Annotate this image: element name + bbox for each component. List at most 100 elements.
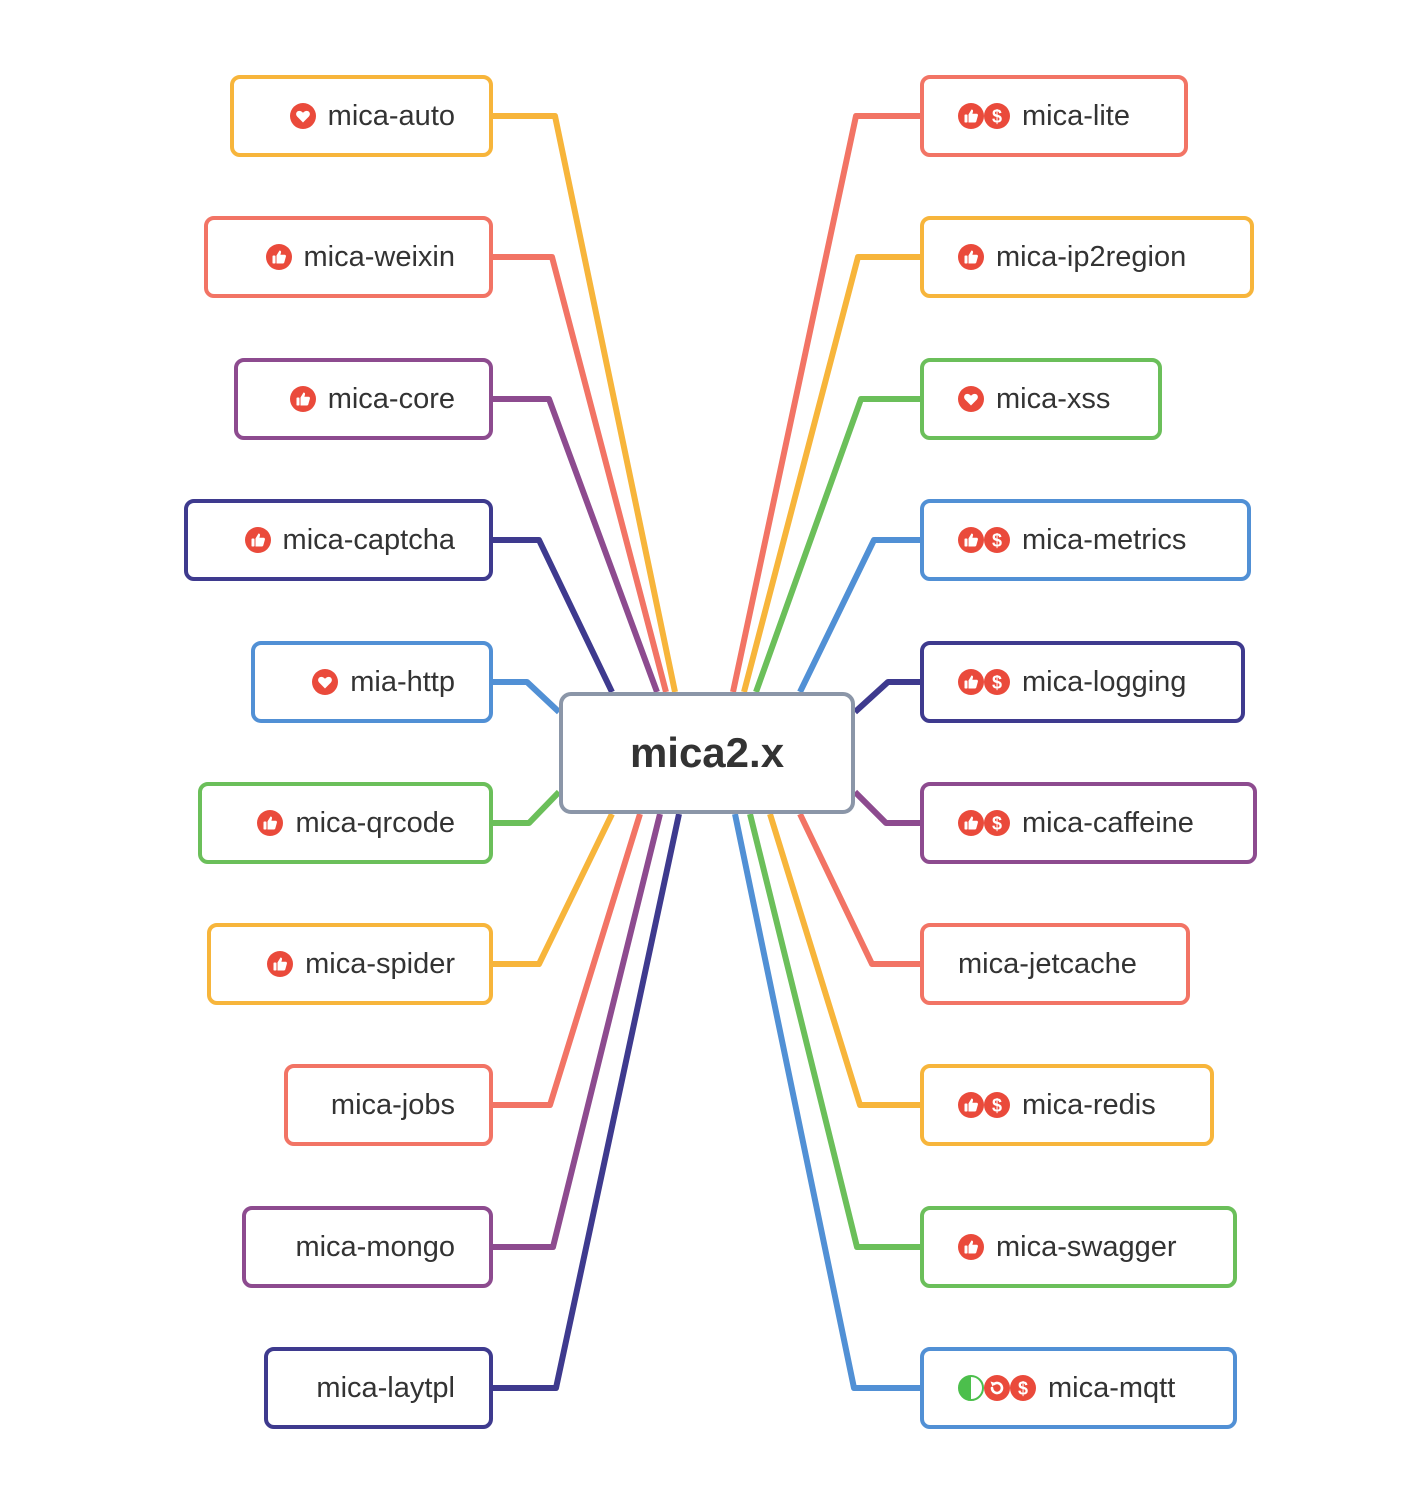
thumbs-up-icon — [958, 669, 984, 695]
thumbs-up-icon — [244, 527, 271, 553]
marker-icons — [289, 386, 316, 412]
topic-node[interactable]: $mica-logging — [920, 641, 1245, 723]
thumbs-up-icon — [958, 1092, 984, 1118]
topic-node[interactable]: mica-spider — [207, 923, 493, 1005]
connector-line — [493, 679, 562, 715]
refresh-icon — [984, 1375, 1010, 1401]
svg-text:$: $ — [992, 814, 1002, 834]
topic-label: mica-captcha — [282, 523, 455, 556]
central-topic[interactable]: mica2.x — [559, 692, 855, 814]
thumbs-up-icon — [958, 1234, 984, 1260]
thumbs-up-icon — [958, 810, 984, 836]
topic-node[interactable]: mica-captcha — [184, 499, 493, 581]
topic-node[interactable]: $mica-metrics — [920, 499, 1251, 581]
topic-node[interactable]: $ mica-mqtt — [920, 1347, 1237, 1429]
marker-icons: $ — [958, 103, 1010, 129]
topic-node[interactable]: mica-swagger — [920, 1206, 1237, 1288]
connector-line — [493, 812, 615, 967]
topic-node[interactable]: mica-xss — [920, 358, 1162, 440]
marker-icons — [312, 669, 339, 695]
thumbs-up-icon — [289, 386, 316, 412]
thumbs-up-icon — [958, 244, 984, 270]
marker-icons — [267, 951, 294, 977]
topic-node[interactable]: mica-jobs — [284, 1064, 493, 1146]
topic-node[interactable]: mica-jetcache — [920, 923, 1190, 1005]
topic-label: mica-jetcache — [958, 947, 1137, 980]
topic-label: mica-auto — [327, 99, 455, 132]
connector-line — [797, 812, 920, 967]
svg-text:$: $ — [992, 531, 1002, 551]
topic-label: mica-laytpl — [316, 1371, 455, 1404]
connector-line — [753, 396, 920, 694]
marker-icons: $ — [958, 1375, 1036, 1401]
connector-line — [852, 789, 920, 826]
thumbs-up-icon — [958, 527, 984, 553]
thumbs-up-icon — [267, 951, 294, 977]
thumbs-up-icon — [265, 244, 292, 270]
dollar-icon: $ — [984, 669, 1010, 695]
marker-icons — [244, 527, 271, 553]
marker-icons — [958, 386, 984, 412]
topic-label: mica-mqtt — [1048, 1371, 1176, 1404]
topic-label: mica-ip2region — [996, 240, 1187, 273]
connector-line — [493, 813, 682, 1391]
marker-icons — [257, 810, 284, 836]
topic-node[interactable]: $ mica-redis — [920, 1064, 1214, 1146]
topic-label: mia-http — [350, 665, 455, 698]
connector-line — [732, 813, 920, 1391]
dollar-icon: $ — [1010, 1375, 1036, 1401]
marker-icons — [265, 244, 292, 270]
topic-label: mica-caffeine — [1022, 806, 1194, 839]
half-circle-icon — [958, 1375, 984, 1401]
marker-icons — [958, 244, 984, 270]
topic-label: mica-weixin — [303, 240, 455, 273]
topic-node[interactable]: $ mica-caffeine — [920, 782, 1257, 864]
connector-line — [493, 813, 643, 1108]
topic-node[interactable]: $mica-lite — [920, 75, 1188, 157]
connector-line — [852, 679, 920, 715]
topic-node[interactable]: mica-laytpl — [264, 1347, 493, 1429]
connector-line — [730, 113, 920, 693]
topic-node[interactable]: mica-qrcode — [198, 782, 493, 864]
thumbs-up-icon — [257, 810, 284, 836]
marker-icons: $ — [958, 1092, 1010, 1118]
heart-icon — [289, 103, 316, 129]
dollar-icon: $ — [984, 1092, 1010, 1118]
connector-line — [747, 813, 920, 1250]
connector-line — [493, 789, 562, 826]
topic-label: mica-mongo — [295, 1230, 455, 1263]
svg-text:$: $ — [992, 1096, 1002, 1116]
marker-icons — [289, 103, 316, 129]
topic-label: mica-jobs — [330, 1088, 455, 1121]
topic-node[interactable]: mica-weixin — [204, 216, 493, 298]
svg-text:$: $ — [1018, 1379, 1028, 1399]
topic-node[interactable]: mica-mongo — [242, 1206, 493, 1288]
topic-node[interactable]: mia-http — [251, 641, 493, 723]
marker-icons: $ — [958, 527, 1010, 553]
svg-text:$: $ — [992, 107, 1002, 127]
topic-label: mica-spider — [305, 947, 455, 980]
topic-label: mica-xss — [996, 382, 1111, 415]
connector-line — [797, 537, 920, 694]
connector-line — [493, 254, 669, 693]
marker-icons: $ — [958, 810, 1010, 836]
svg-text:$: $ — [992, 673, 1002, 693]
dollar-icon: $ — [984, 810, 1010, 836]
topic-label: mica-core — [327, 382, 455, 415]
topic-node[interactable]: mica-ip2region — [920, 216, 1254, 298]
connector-line — [493, 813, 663, 1250]
thumbs-up-icon — [958, 103, 984, 129]
connector-line — [767, 813, 920, 1108]
heart-icon — [958, 386, 984, 412]
topic-node[interactable]: mica-core — [234, 358, 493, 440]
topic-node[interactable]: mica-auto — [230, 75, 493, 157]
topic-label: mica-swagger — [996, 1230, 1177, 1263]
dollar-icon: $ — [984, 527, 1010, 553]
topic-label: mica-redis — [1022, 1088, 1156, 1121]
connector-line — [741, 254, 920, 693]
heart-icon — [312, 669, 339, 695]
marker-icons: $ — [958, 669, 1010, 695]
connector-line — [493, 537, 615, 694]
